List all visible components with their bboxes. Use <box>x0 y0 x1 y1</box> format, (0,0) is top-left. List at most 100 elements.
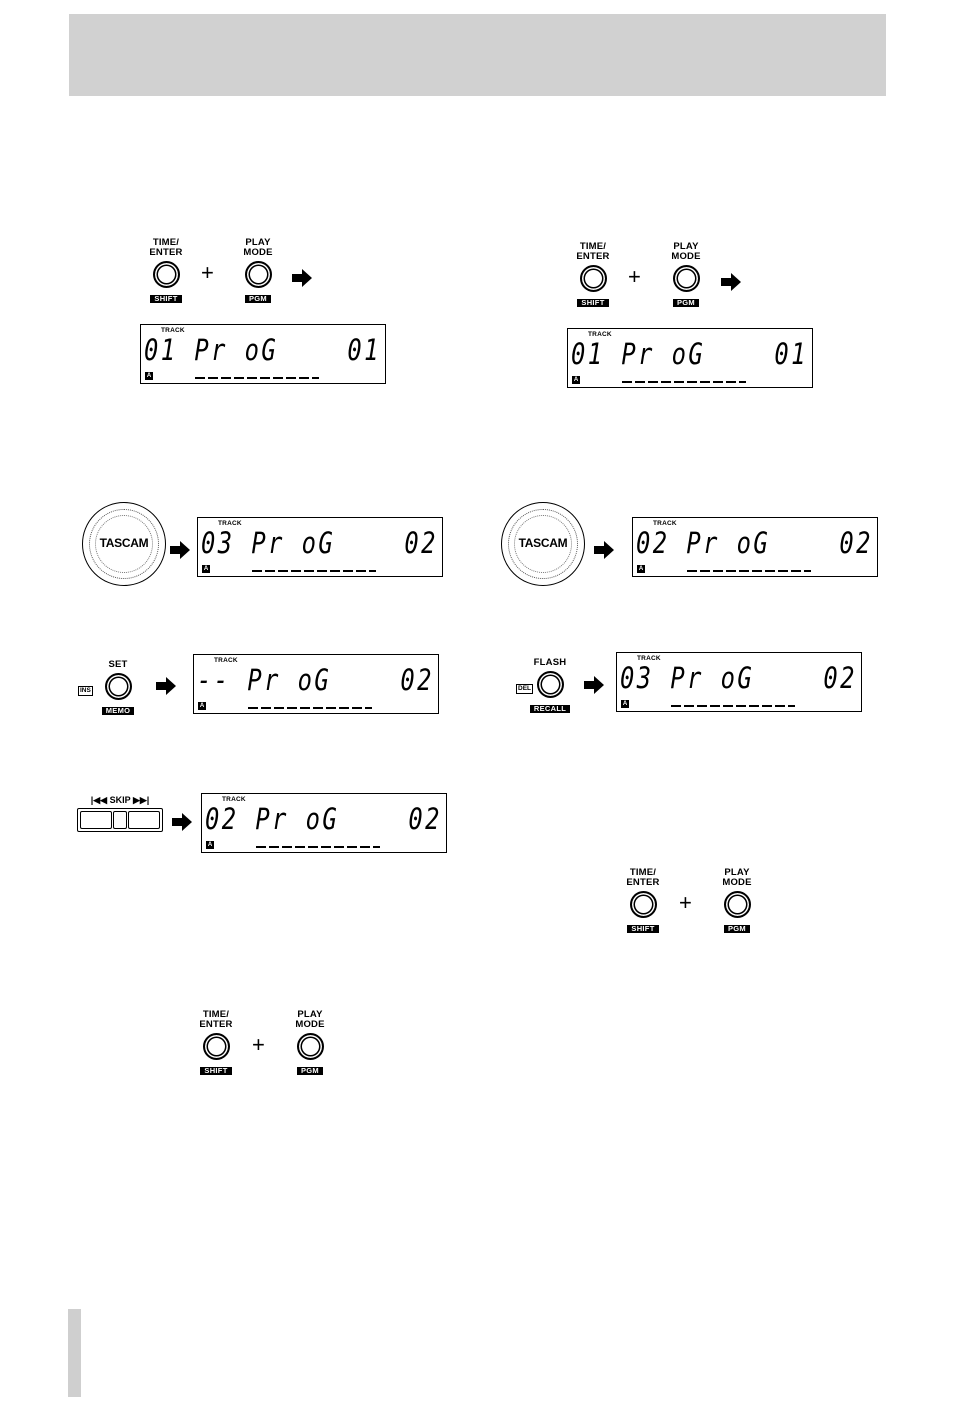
time-enter-knob[interactable] <box>202 1033 230 1060</box>
del-tag: DEL <box>516 684 533 694</box>
plus-sign: + <box>679 890 692 915</box>
time-enter-label: TIME/ ENTER <box>149 237 183 258</box>
pgm-label: PGM <box>297 1067 323 1075</box>
pgm-label: PGM <box>245 295 271 303</box>
time-enter-knob[interactable] <box>579 265 607 292</box>
set-label: SET <box>108 659 128 670</box>
lcd-display-right-1: TRACK 01 Pr oG 01 A <box>567 328 813 388</box>
lcd-step-number: 02 <box>400 663 434 697</box>
time-enter-knob[interactable] <box>152 261 180 288</box>
skip-frame <box>77 808 163 832</box>
play-mode-knob[interactable] <box>296 1033 324 1060</box>
arrow-right-icon <box>584 676 604 694</box>
flash-label: FLASH <box>533 657 567 668</box>
flash-knob[interactable] <box>536 671 564 698</box>
lcd-a-indicator: A <box>637 565 645 573</box>
memo-label: MEMO <box>101 707 135 715</box>
play-mode-button[interactable]: PLAY MODE PGM <box>656 240 716 310</box>
lcd-step-number: 02 <box>839 526 873 560</box>
time-enter-button[interactable]: TIME/ ENTER SHIFT <box>136 236 196 306</box>
lcd-display-left-2: TRACK 03 Pr oG 02 A <box>197 517 443 577</box>
lcd-step-number: 01 <box>347 333 381 367</box>
page-edge-bar <box>68 1309 81 1397</box>
lcd-dash-row <box>248 707 372 709</box>
play-mode-knob[interactable] <box>244 261 272 288</box>
play-mode-label: PLAY MODE <box>671 241 701 262</box>
lcd-track-label: TRACK <box>653 520 677 527</box>
time-enter-button[interactable]: TIME/ ENTER SHIFT <box>186 1008 246 1078</box>
pgm-label: PGM <box>724 925 750 933</box>
lcd-step-number: 02 <box>408 802 442 836</box>
time-enter-play-mode-combo-4: TIME/ ENTER SHIFT + PLAY MODE PGM <box>186 1008 386 1088</box>
lcd-dash-row <box>195 377 319 379</box>
time-enter-play-mode-combo-3: TIME/ ENTER SHIFT + PLAY MODE PGM <box>613 866 813 946</box>
lcd-dash-row <box>252 570 376 572</box>
play-mode-label: PLAY MODE <box>722 867 752 888</box>
lcd-track-label: TRACK <box>161 327 185 334</box>
lcd-step-number: 01 <box>774 337 808 371</box>
shift-label: SHIFT <box>200 1067 232 1075</box>
shift-label: SHIFT <box>150 295 182 303</box>
skip-back-icon: |◀◀ <box>90 795 108 805</box>
lcd-a-indicator: A <box>145 372 153 380</box>
flash-button[interactable]: FLASH RECALL DEL <box>510 654 590 714</box>
tascam-logo: TASCAM <box>518 536 568 550</box>
wheel-ring <box>508 509 578 579</box>
play-mode-knob[interactable] <box>723 891 751 918</box>
lcd-track-label: TRACK <box>214 657 238 664</box>
time-enter-label: TIME/ ENTER <box>626 867 660 888</box>
lcd-a-indicator: A <box>206 841 214 849</box>
plus-sign: + <box>252 1032 265 1057</box>
lcd-a-indicator: A <box>621 700 629 708</box>
jog-wheel-left[interactable]: TASCAM <box>82 502 166 586</box>
play-mode-button[interactable]: PLAY MODE PGM <box>228 236 288 306</box>
lcd-dash-row <box>256 846 380 848</box>
recall-label: RECALL <box>529 705 571 713</box>
lcd-main-text: 02 Pr oG <box>636 526 771 560</box>
lcd-display-right-2: TRACK 02 Pr oG 02 A <box>632 517 878 577</box>
wheel-ring-inner <box>95 515 153 573</box>
set-button[interactable]: SET MEMO INS <box>78 656 158 716</box>
play-mode-label: PLAY MODE <box>295 1009 325 1030</box>
arrow-right-icon <box>292 269 312 287</box>
plus-sign: + <box>201 260 214 285</box>
time-enter-play-mode-combo-1: TIME/ ENTER SHIFT + PLAY MODE PGM <box>136 236 336 316</box>
play-mode-button[interactable]: PLAY MODE PGM <box>280 1008 340 1078</box>
pgm-label: PGM <box>673 299 699 307</box>
time-enter-knob[interactable] <box>629 891 657 918</box>
arrow-right-icon <box>721 273 741 291</box>
lcd-main-text: 01 Pr oG <box>144 333 279 367</box>
lcd-track-label: TRACK <box>218 520 242 527</box>
lcd-main-text: 01 Pr oG <box>571 337 706 371</box>
lcd-step-number: 02 <box>823 661 857 695</box>
skip-buttons: |◀◀ SKIP ▶▶| <box>75 794 165 839</box>
set-knob[interactable] <box>104 673 132 700</box>
arrow-right-icon <box>156 677 176 695</box>
arrow-right-icon <box>172 813 192 831</box>
shift-label: SHIFT <box>627 925 659 933</box>
time-enter-button[interactable]: TIME/ ENTER SHIFT <box>563 240 623 310</box>
lcd-a-indicator: A <box>198 702 206 710</box>
lcd-display-left-3: TRACK -- Pr oG 02 A <box>193 654 439 714</box>
lcd-dash-row <box>687 570 811 572</box>
skip-forward-button[interactable] <box>128 811 160 829</box>
play-mode-knob[interactable] <box>672 265 700 292</box>
skip-back-button[interactable] <box>80 811 112 829</box>
lcd-track-label: TRACK <box>222 796 246 803</box>
time-enter-label: TIME/ ENTER <box>199 1009 233 1030</box>
lcd-main-text: 03 Pr oG <box>201 526 336 560</box>
skip-center <box>113 811 127 829</box>
lcd-main-text: -- Pr oG <box>197 663 332 697</box>
lcd-main-text: 02 Pr oG <box>205 802 340 836</box>
tascam-logo: TASCAM <box>99 536 149 550</box>
time-enter-button[interactable]: TIME/ ENTER SHIFT <box>613 866 673 936</box>
jog-wheel-right[interactable]: TASCAM <box>501 502 585 586</box>
lcd-track-label: TRACK <box>637 655 661 662</box>
lcd-dash-row <box>622 381 746 383</box>
lcd-display-left-1: TRACK 01 Pr oG 01 A <box>140 324 386 384</box>
shift-label: SHIFT <box>577 299 609 307</box>
play-mode-button[interactable]: PLAY MODE PGM <box>707 866 767 936</box>
arrow-right-icon <box>594 541 614 559</box>
lcd-step-number: 02 <box>404 526 438 560</box>
play-mode-label: PLAY MODE <box>243 237 273 258</box>
